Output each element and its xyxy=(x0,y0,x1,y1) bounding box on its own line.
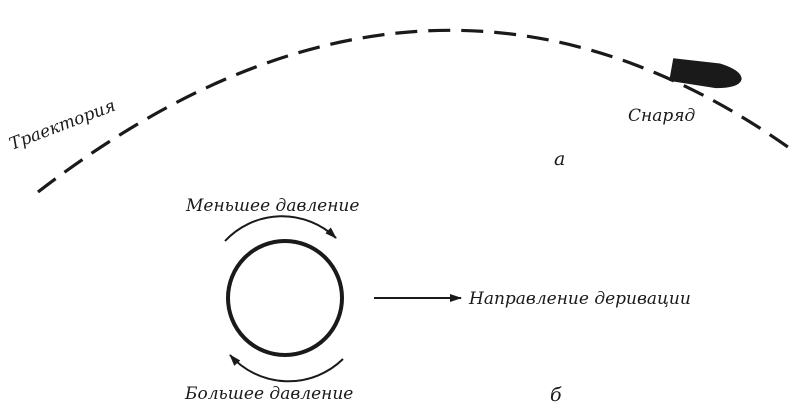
projectile-icon xyxy=(669,58,742,89)
higher-pressure-label: Большее давление xyxy=(184,384,353,404)
projectile-cross-section xyxy=(226,239,344,357)
panel-letter-a: а xyxy=(554,148,565,170)
upper-rotation-arrow xyxy=(224,215,337,242)
lower-pressure-label: Меньшее давление xyxy=(185,196,359,216)
panel-a: Траектория Снаряд а xyxy=(7,28,796,194)
panel-letter-b: б xyxy=(550,384,562,406)
lower-rotation-arrow xyxy=(229,354,344,383)
panel-b: Меньшее давление Большее давление Направ… xyxy=(184,196,691,406)
trajectory-curve xyxy=(37,28,796,194)
projectile-label: Снаряд xyxy=(628,106,695,126)
derivation-direction-label: Направление деривации xyxy=(468,289,691,309)
